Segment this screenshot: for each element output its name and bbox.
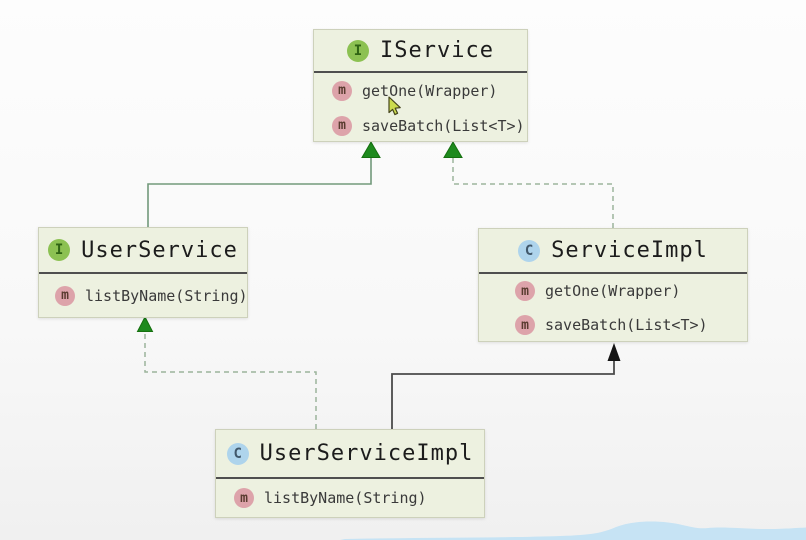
method-signature: listByName(String) — [85, 286, 248, 305]
interface-icon: I — [347, 39, 370, 62]
class-title: UserServiceImpl — [259, 441, 474, 466]
class-members: m listByName(String) — [216, 479, 484, 517]
method-signature: listByName(String) — [264, 489, 427, 507]
method-row[interactable]: m listByName(String) — [39, 274, 248, 317]
method-icon: m — [332, 115, 352, 136]
method-row[interactable]: m listByName(String) — [216, 479, 484, 517]
class-title: UserService — [81, 237, 238, 263]
method-icon: m — [55, 285, 75, 306]
connector-userserviceimpl-extends-serviceimpl — [391, 343, 621, 429]
method-row[interactable]: m saveBatch(List<T>) — [479, 308, 747, 342]
class-header: C UserServiceImpl — [216, 430, 484, 479]
connector-serviceimpl-implements-iservice — [443, 141, 614, 228]
class-title: IService — [380, 38, 494, 63]
class-header: C ServiceImpl — [479, 229, 747, 274]
decorative-wave — [340, 521, 806, 540]
method-row[interactable]: m getOne(Wrapper) — [479, 274, 747, 308]
method-signature: saveBatch(List<T>) — [545, 316, 708, 334]
method-row[interactable]: m getOne(Wrapper) — [314, 73, 527, 108]
method-signature: getOne(Wrapper) — [362, 81, 498, 100]
method-icon: m — [515, 315, 535, 335]
class-members: m getOne(Wrapper) m saveBatch(List<T>) — [479, 274, 747, 342]
method-row[interactable]: m saveBatch(List<T>) — [314, 108, 527, 143]
interface-icon: I — [48, 239, 71, 261]
class-title: ServiceImpl — [551, 238, 708, 263]
method-signature: saveBatch(List<T>) — [362, 116, 525, 135]
connector-userserviceimpl-implements-userservice — [136, 315, 317, 429]
method-icon: m — [515, 281, 535, 301]
class-header: I IService — [314, 30, 527, 73]
method-icon: m — [332, 80, 352, 101]
class-icon: C — [518, 239, 541, 262]
connector-userservice-extends-iservice — [147, 141, 381, 227]
class-members: m getOne(Wrapper) m saveBatch(List<T>) — [314, 73, 527, 143]
class-node-serviceimpl[interactable]: C ServiceImpl m getOne(Wrapper) m saveBa… — [478, 228, 748, 342]
class-node-userserviceimpl[interactable]: C UserServiceImpl m listByName(String) — [215, 429, 485, 518]
class-header: I UserService — [39, 228, 247, 274]
class-node-iservice[interactable]: I IService m getOne(Wrapper) m saveBatch… — [313, 29, 528, 142]
method-signature: getOne(Wrapper) — [545, 282, 681, 300]
class-node-userservice[interactable]: I UserService m listByName(String) — [38, 227, 248, 318]
class-icon: C — [226, 442, 249, 465]
class-members: m listByName(String) — [39, 274, 248, 317]
method-icon: m — [234, 488, 254, 508]
